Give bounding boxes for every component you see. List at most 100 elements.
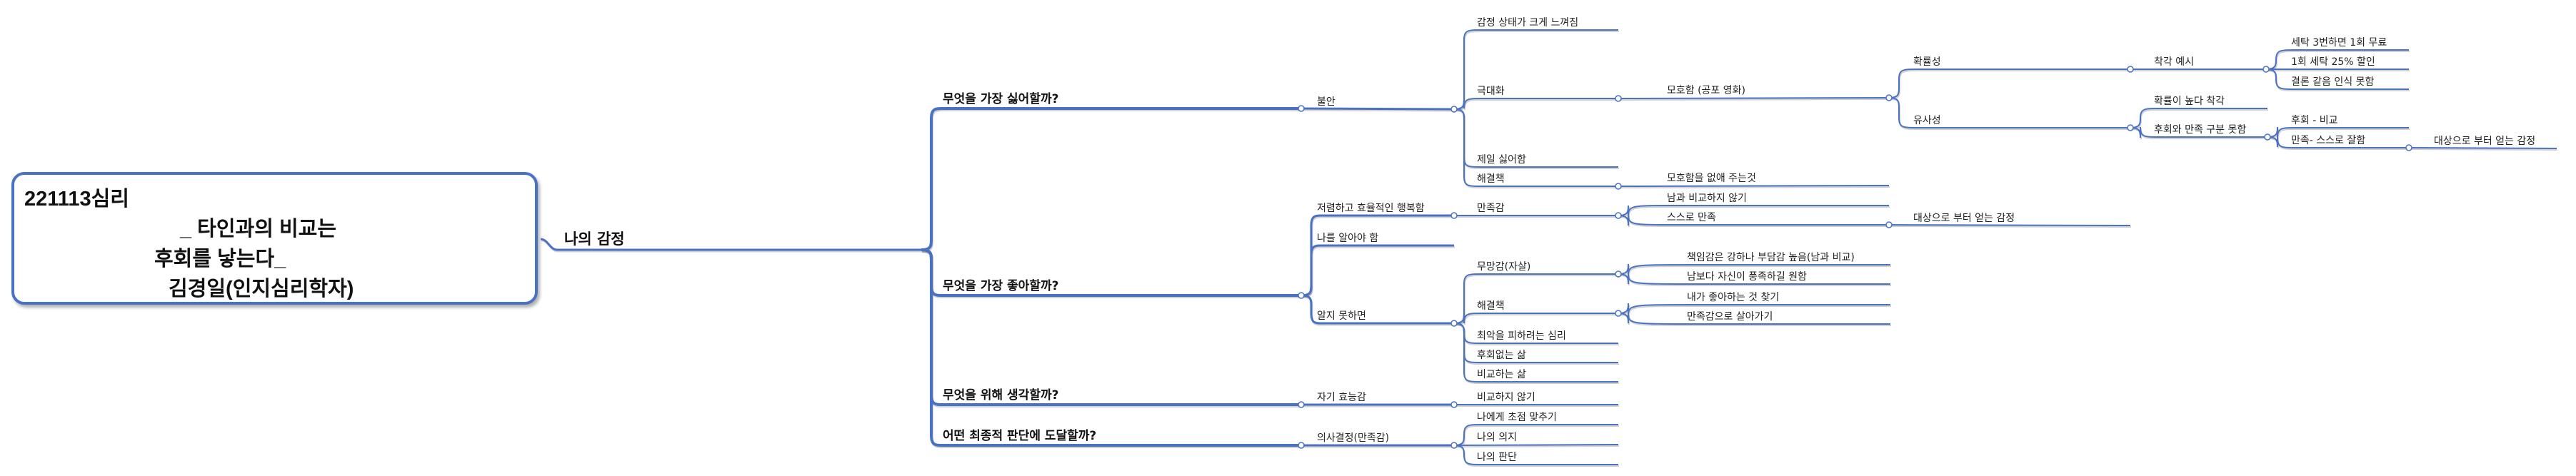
connector-line xyxy=(921,248,1301,406)
topic-label[interactable]: 자기 효능감 xyxy=(1317,392,1366,403)
topic-label[interactable]: 만족- 스스로 잘함 xyxy=(2291,135,2365,146)
connector-line xyxy=(1453,29,1618,110)
collapse-toggle-icon[interactable] xyxy=(2405,144,2412,151)
collapse-toggle-icon[interactable] xyxy=(1450,106,1458,113)
connector-shadow xyxy=(1454,99,1619,111)
connector-line xyxy=(1453,273,1618,324)
topic-label[interactable]: 나를 알아야 함 xyxy=(1317,233,1378,244)
collapse-toggle-icon[interactable] xyxy=(1450,401,1458,408)
question-topic-label[interactable]: 무엇을 가장 좋아할까? xyxy=(943,279,1058,293)
collapse-toggle-icon[interactable] xyxy=(1298,292,1305,299)
topic-label[interactable]: 유사성 xyxy=(1913,115,1941,126)
connector-line xyxy=(1300,107,1455,111)
topic-label[interactable]: 불안 xyxy=(1317,96,1335,108)
topic-label[interactable]: 나에게 초점 맞추기 xyxy=(1477,412,1557,423)
topic-label[interactable]: 세탁 3번하면 1회 무료 xyxy=(2291,37,2387,49)
main-branch-label[interactable]: 나의 감정 xyxy=(564,231,625,248)
topic-label[interactable]: 만족감으로 살아가기 xyxy=(1687,311,1773,323)
connector-shadow xyxy=(1301,108,1455,112)
topic-label[interactable]: 제일 싫어함 xyxy=(1477,154,1526,166)
topic-label[interactable]: 후회 - 비교 xyxy=(2291,115,2338,126)
collapse-toggle-icon[interactable] xyxy=(1615,183,1622,190)
topic-label[interactable]: 극대화 xyxy=(1477,86,1505,97)
collapse-toggle-icon[interactable] xyxy=(1450,212,1458,219)
connector-shadow xyxy=(1889,70,2131,100)
topic-label[interactable]: 확률이 높다 착각 xyxy=(2154,96,2225,107)
connector-line xyxy=(1618,313,1890,325)
topic-label[interactable]: 착각 예시 xyxy=(2154,56,2194,68)
topic-label[interactable]: 후회와 만족 구분 못함 xyxy=(2154,124,2246,136)
connector-line xyxy=(1453,108,1618,187)
collapse-toggle-icon[interactable] xyxy=(1450,320,1458,327)
central-topic-line: 김경일(인지심리학자) xyxy=(169,278,354,300)
connector-shadow xyxy=(2409,148,2558,151)
connector-line xyxy=(2130,108,2267,128)
connector-shadow xyxy=(1618,98,1890,101)
topic-label[interactable]: 해결책 xyxy=(1477,300,1505,312)
topic-label[interactable]: 확률성 xyxy=(1913,56,1941,68)
central-topic-line: 후회를 낳는다_ xyxy=(154,248,286,270)
collapse-toggle-icon[interactable] xyxy=(1298,105,1305,112)
connector-shadow xyxy=(1301,216,1455,298)
topic-label[interactable]: 모호함 (공포 영화) xyxy=(1667,85,1745,96)
topic-label[interactable]: 대상으로 부터 얻는 감정 xyxy=(2434,136,2535,147)
topic-label[interactable]: 만족감 xyxy=(1477,203,1505,214)
topic-label[interactable]: 무망감(자살) xyxy=(1477,261,1530,273)
topic-label[interactable]: 결론 같음 인식 못함 xyxy=(2291,76,2375,88)
topic-label[interactable]: 1회 세탁 25% 할인 xyxy=(2291,56,2375,68)
topic-label[interactable]: 후회없는 삶 xyxy=(1477,350,1526,361)
collapse-toggle-icon[interactable] xyxy=(1450,442,1458,449)
collapse-toggle-icon[interactable] xyxy=(2127,124,2134,131)
topic-label[interactable]: 남과 비교하지 않기 xyxy=(1667,193,1747,204)
connector-shadow xyxy=(1889,226,2132,228)
topic-label[interactable]: 저렴하고 효율적인 행복함 xyxy=(1317,203,1425,214)
connector-shadow xyxy=(1301,245,1455,298)
collapse-toggle-icon[interactable] xyxy=(1298,442,1305,449)
topic-label[interactable]: 감정 상태가 크게 느껴짐 xyxy=(1477,17,1578,29)
connector-line xyxy=(921,107,1301,251)
connector-shadow xyxy=(1618,265,1891,277)
connector-line xyxy=(921,248,1301,447)
topic-label[interactable]: 나의 판단 xyxy=(1477,452,1517,463)
collapse-toggle-icon[interactable] xyxy=(1298,401,1305,408)
collapse-toggle-icon[interactable] xyxy=(1615,270,1622,278)
connector-line xyxy=(1888,69,2130,98)
connector-shadow xyxy=(1618,304,1891,317)
question-topic-label[interactable]: 무엇을 위해 생각할까? xyxy=(943,388,1058,402)
connector-line xyxy=(1618,214,1889,226)
central-topic-line: _ 타인과의 비교는 xyxy=(180,218,337,240)
connector-shadow xyxy=(2130,109,2268,130)
topic-label[interactable]: 비교하지 않기 xyxy=(1477,392,1535,403)
topic-label[interactable]: 해결책 xyxy=(1477,173,1505,185)
collapse-toggle-icon[interactable] xyxy=(1615,95,1622,102)
connector-line xyxy=(2265,69,2409,90)
connector-line xyxy=(1888,224,2131,226)
collapse-toggle-icon[interactable] xyxy=(1885,221,1893,228)
topic-label[interactable]: 대상으로 부터 얻는 감정 xyxy=(1913,213,2015,224)
central-topic[interactable]: 221113심리 _ 타인과의 비교는 후회를 낳는다_ 김경일(인지심리학자) xyxy=(11,172,538,305)
topic-label[interactable]: 최악을 피하려는 심리 xyxy=(1477,330,1566,342)
collapse-toggle-icon[interactable] xyxy=(1885,94,1893,101)
topic-label[interactable]: 스스로 만족 xyxy=(1667,212,1716,223)
connector-shadow xyxy=(1618,186,1890,188)
topic-label[interactable]: 비교하는 삶 xyxy=(1477,369,1526,380)
collapse-toggle-icon[interactable] xyxy=(2264,133,2271,141)
topic-label[interactable]: 내가 좋아하는 것 찾기 xyxy=(1687,292,1779,303)
topic-label[interactable]: 책임감은 강하나 부담감 높음(남과 비교) xyxy=(1687,252,1855,263)
topic-label[interactable]: 남보다 자신이 풍족하길 원함 xyxy=(1687,271,1807,283)
central-topic-line: 221113심리 xyxy=(24,188,129,211)
collapse-toggle-icon[interactable] xyxy=(1615,310,1622,317)
question-topic-label[interactable]: 어떤 최종적 판단에 도달할까? xyxy=(943,428,1096,443)
topic-label[interactable]: 모호함을 없애 주는것 xyxy=(1667,173,1756,184)
topic-label[interactable]: 의사결정(만족감) xyxy=(1317,432,1389,444)
collapse-toggle-icon[interactable] xyxy=(2127,66,2134,73)
connector-line xyxy=(1888,97,2130,128)
collapse-toggle-icon[interactable] xyxy=(1615,212,1622,219)
connector-line xyxy=(1618,303,1890,315)
topic-label[interactable]: 나의 의지 xyxy=(1477,432,1517,443)
collapse-toggle-icon[interactable] xyxy=(2262,66,2270,73)
topic-label[interactable]: 알지 못하면 xyxy=(1317,310,1366,322)
question-topic-label[interactable]: 무엇을 가장 싫어할까? xyxy=(943,92,1058,106)
connector-line xyxy=(1453,313,1618,324)
